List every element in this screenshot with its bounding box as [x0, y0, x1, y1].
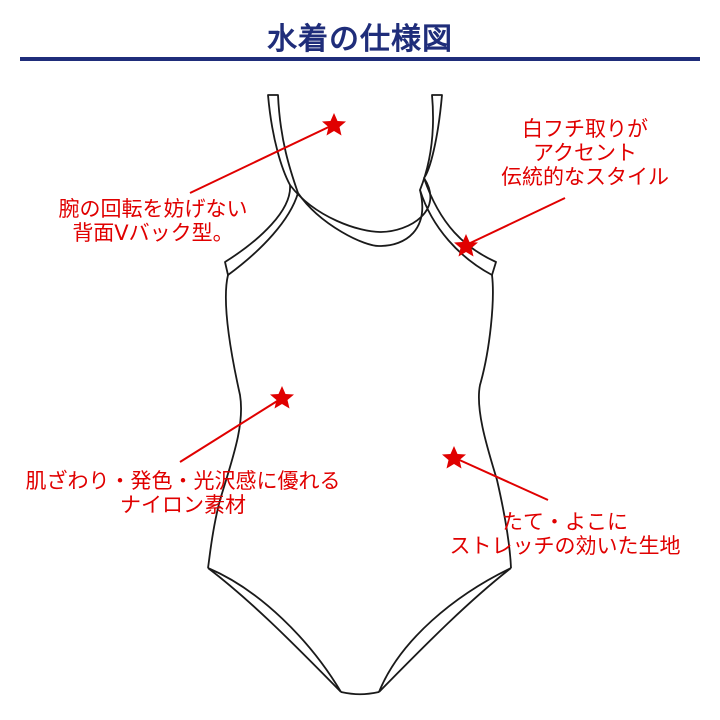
annotation-line: 腕の回転を妨げない [58, 197, 248, 221]
annotation-line: 白フチ取りが [522, 117, 648, 141]
body-left-side [207, 274, 242, 569]
body-right-side [478, 274, 512, 569]
annotation-line: たて・よこに [502, 510, 628, 534]
left-leg-opening [207, 567, 342, 693]
right-leg-opening [378, 567, 512, 693]
annotation-line: 肌ざわり・発色・光沢感に優れる [25, 469, 341, 493]
neckline-trim [289, 177, 432, 233]
annotation-white-trim: 白フチ取りが アクセント 伝統的なスタイル [470, 117, 700, 189]
annotation-line: ストレッチの効いた生地 [449, 534, 681, 558]
left-strap [224, 94, 299, 276]
leader-line-nylon [179, 397, 283, 463]
annotation-line: 伝統的なスタイル [501, 165, 669, 189]
leader-line-white-trim [465, 197, 566, 246]
crotch [340, 691, 380, 696]
star-icon [442, 446, 466, 469]
annotation-back-v: 腕の回転を妨げない 背面Vバック型。 [28, 197, 278, 245]
star-icon [270, 386, 294, 409]
leader-line-stretch [454, 457, 549, 501]
annotation-stretch: たて・よこに ストレッチの効いた生地 [425, 510, 705, 558]
annotation-line: アクセント [533, 141, 637, 165]
annotation-line: ナイロン素材 [120, 493, 246, 517]
star-icon [322, 113, 346, 136]
page-title: 水着の仕様図 [267, 22, 453, 57]
leader-line-back-v [189, 123, 336, 194]
annotation-nylon: 肌ざわり・発色・光沢感に優れる ナイロン素材 [8, 469, 358, 517]
star-icon [454, 234, 478, 257]
annotation-line: 背面Vバック型。 [72, 221, 234, 245]
title-underline [20, 57, 700, 61]
